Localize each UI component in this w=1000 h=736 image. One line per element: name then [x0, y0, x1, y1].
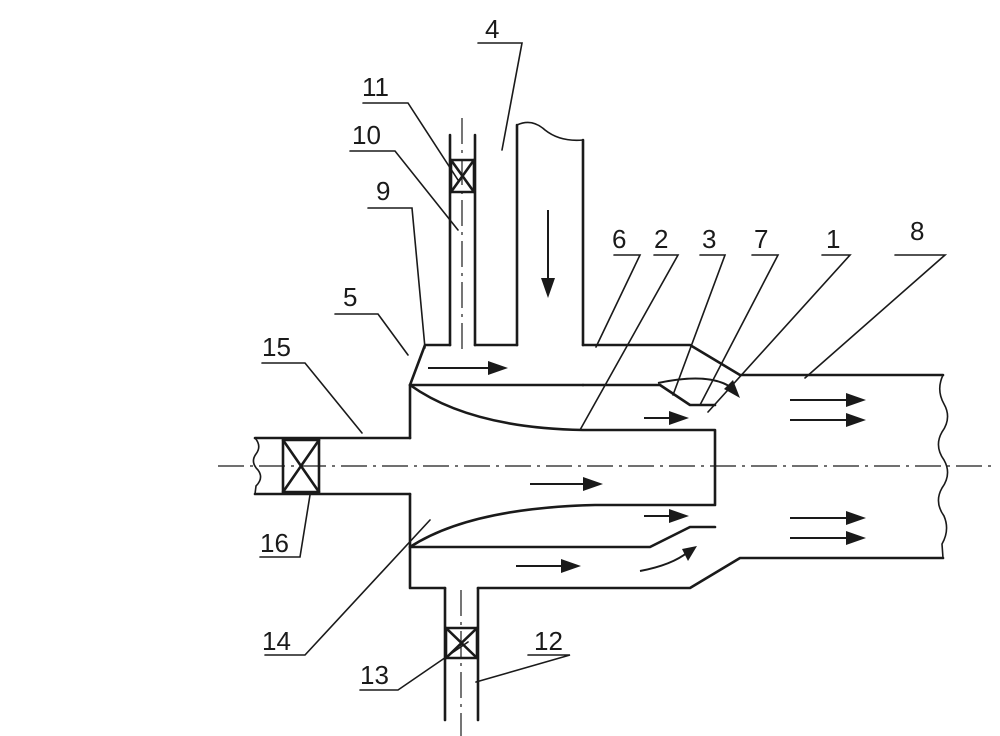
- label-7: 7: [754, 224, 768, 254]
- label-12: 12: [534, 626, 563, 656]
- label-5: 5: [343, 282, 357, 312]
- ejector-body: [408, 343, 949, 590]
- part-labels: 4 11 10 9 5 15 6 2 3 7 1 8 16 14 12 13: [260, 14, 924, 690]
- label-14: 14: [262, 626, 291, 656]
- label-8: 8: [910, 216, 924, 246]
- label-6: 6: [612, 224, 626, 254]
- flow-arrows: [428, 361, 866, 573]
- label-2: 2: [654, 224, 668, 254]
- label-9: 9: [376, 176, 390, 206]
- label-15: 15: [262, 332, 291, 362]
- pipe-10-valve-11: [448, 118, 477, 350]
- label-13: 13: [360, 660, 389, 690]
- label-16: 16: [260, 528, 289, 558]
- label-10: 10: [352, 120, 381, 150]
- leader-lines: [259, 42, 948, 691]
- inlet-pipe-valve-16: [252, 436, 412, 496]
- pipe-4: [515, 121, 585, 347]
- label-3: 3: [702, 224, 716, 254]
- label-11: 11: [362, 72, 389, 102]
- label-1: 1: [826, 224, 840, 254]
- label-4: 4: [485, 14, 499, 44]
- pipe-12-valve-13: [443, 586, 480, 736]
